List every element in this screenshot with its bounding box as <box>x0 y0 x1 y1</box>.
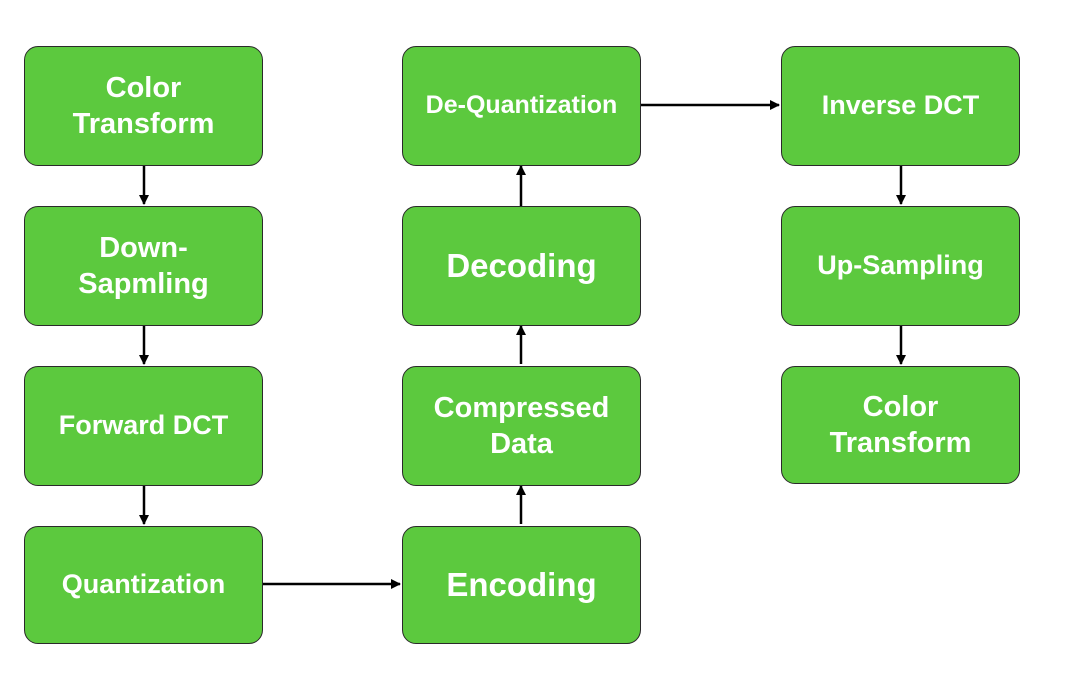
node-de-quantization: De-Quantization <box>402 46 641 166</box>
node-label: De-Quantization <box>425 91 618 120</box>
node-quantization: Quantization <box>24 526 263 644</box>
node-up-sampling: Up-Sampling <box>781 206 1020 326</box>
node-label: Up-Sampling <box>817 250 984 281</box>
node-label: Quantization <box>61 569 226 600</box>
node-encoding: Encoding <box>402 526 641 644</box>
node-label: Decoding <box>446 247 597 285</box>
node-label: Forward DCT <box>58 410 229 441</box>
node-decoding: Decoding <box>402 206 641 326</box>
node-inverse-dct: Inverse DCT <box>781 46 1020 166</box>
node-label: Encoding <box>446 566 597 604</box>
node-label: Down-Sapmling <box>78 231 209 300</box>
node-down-sampling: Down-Sapmling <box>24 206 263 326</box>
node-forward-dct: Forward DCT <box>24 366 263 486</box>
node-label: Inverse DCT <box>821 90 980 121</box>
